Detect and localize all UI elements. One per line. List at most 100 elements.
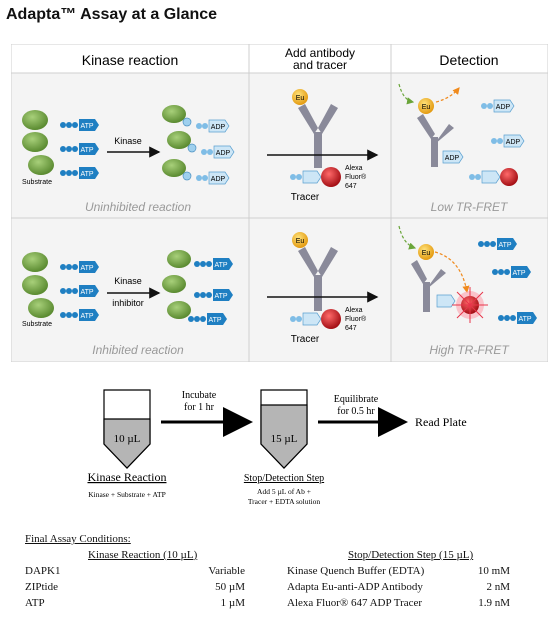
atp-molecule: ATP <box>188 313 227 325</box>
alexa-label: Fluor® <box>345 315 367 323</box>
phospho-substrate <box>162 159 192 181</box>
tracer <box>290 309 341 329</box>
equilibrate-label: for 0.5 hr <box>337 406 375 417</box>
substrate-shape <box>167 301 191 319</box>
tracer <box>290 167 341 187</box>
atp-label: ATP <box>80 265 93 272</box>
atp-label: ATP <box>208 317 221 324</box>
antibody: Eu <box>292 89 338 168</box>
atp-label: ATP <box>498 242 511 249</box>
atp-label: ATP <box>80 289 93 296</box>
atp-label: ATP <box>512 270 525 277</box>
excitation-arrow <box>398 83 415 105</box>
adp-label: ADP <box>211 124 226 131</box>
tube-stop-detection <box>260 389 308 469</box>
atp-molecule: ATP <box>60 143 99 155</box>
substrate-shape <box>28 298 54 318</box>
component-value: Variable <box>208 565 245 577</box>
excitation-arrow <box>398 225 417 250</box>
caption-uninhibited: Uninhibited reaction <box>85 200 191 214</box>
adp-molecule: ADP <box>442 150 464 164</box>
substrate-label: Substrate <box>22 321 52 328</box>
tube2-volume: 15 µL <box>271 433 298 445</box>
component-name: ATP <box>25 597 45 609</box>
header-add-antibody-line1: Add antibody <box>285 46 355 60</box>
adp-molecule: ADP <box>491 134 525 148</box>
alexa-label: 647 <box>345 325 357 332</box>
atp-label: ATP <box>80 313 93 320</box>
component-name: Alexa Fluor® 647 ADP Tracer <box>287 597 423 609</box>
eu-label: Eu <box>296 95 305 102</box>
tube-kinase-reaction <box>103 389 151 469</box>
substrate-label: Substrate <box>22 179 52 186</box>
atp-molecule: ATP <box>478 238 517 250</box>
atp-molecule: ATP <box>60 285 99 297</box>
atp-molecule: ATP <box>498 312 537 324</box>
conditions-row: DAPK1 Variable Kinase Quench Buffer (EDT… <box>25 565 535 581</box>
bound-tracer <box>436 287 488 323</box>
kinase-reaction-header: Kinase Reaction (10 µL) <box>88 549 198 561</box>
substrate-shape <box>22 132 48 152</box>
assay-panel: Kinase reaction Add antibody and tracer … <box>11 44 548 362</box>
substrate-shape <box>22 110 48 130</box>
tracer-label: Tracer <box>291 192 320 203</box>
page-title: Adapta™ Assay at a Glance <box>6 6 218 23</box>
final-assay-conditions: Final Assay Conditions: Kinase Reaction … <box>25 533 535 613</box>
stop-detection-detail: Add 5 µL of Ab + <box>257 487 311 496</box>
antibody: Eu <box>292 232 338 311</box>
energy-transfer-arrow <box>434 251 470 294</box>
atp-molecule: ATP <box>60 309 99 321</box>
component-name: Adapta Eu-anti-ADP Antibody <box>287 581 423 593</box>
atp-label: ATP <box>214 293 227 300</box>
caption-inhibited: Inhibited reaction <box>92 343 184 357</box>
conditions-headers: Kinase Reaction (10 µL) Stop/Detection S… <box>25 549 535 565</box>
component-name: DAPK1 <box>25 565 61 577</box>
kinase-label: Kinase <box>114 136 142 146</box>
adp-label: ADP <box>216 150 231 157</box>
atp-label: ATP <box>80 123 93 130</box>
component-value: 1.9 nM <box>478 597 510 609</box>
phospho-substrate <box>162 105 192 127</box>
stop-detection-header: Stop/Detection Step (15 µL) <box>348 549 474 561</box>
conditions-title: Final Assay Conditions: <box>25 533 131 545</box>
antibody: Eu <box>411 244 446 312</box>
header-add-antibody-line2: and tracer <box>293 58 347 72</box>
emission-arrow <box>435 87 460 103</box>
atp-label: ATP <box>214 262 227 269</box>
atp-molecule: ATP <box>60 261 99 273</box>
substrate-shape <box>162 275 186 293</box>
atp-molecule: ATP <box>492 266 531 278</box>
adp-molecule: ADP <box>196 171 230 185</box>
stop-detection-step: Stop/Detection Step <box>244 473 324 484</box>
atp-molecule: ATP <box>60 119 99 131</box>
conditions-row: ATP 1 µM Alexa Fluor® 647 ADP Tracer 1.9… <box>25 597 535 613</box>
adp-molecule: ADP <box>201 145 235 159</box>
alexa-label: 647 <box>345 183 357 190</box>
atp-label: ATP <box>80 147 93 154</box>
substrate-shape <box>22 252 48 272</box>
adp-molecule: ADP <box>196 119 230 133</box>
eu-label: Eu <box>296 238 305 245</box>
alexa-label: Fluor® <box>345 173 367 181</box>
adp-label: ADP <box>496 104 511 111</box>
atp-label: ATP <box>80 171 93 178</box>
read-plate-label: Read Plate <box>415 415 467 429</box>
substrate-shape <box>22 275 48 295</box>
incubate-label: Incubate <box>182 390 217 401</box>
component-value: 1 µM <box>220 597 245 609</box>
fret-burst <box>452 287 488 323</box>
header-detection: Detection <box>439 52 498 68</box>
phospho-substrate <box>167 131 197 153</box>
stop-detection-detail: Tracer + EDTA solution <box>248 497 321 506</box>
adp-label: ADP <box>506 139 521 146</box>
atp-label: ATP <box>518 316 531 323</box>
alexa-label: Alexa <box>345 165 363 172</box>
antibody: Eu <box>417 98 454 167</box>
tube1-volume: 10 µL <box>114 433 141 445</box>
tracer <box>469 168 518 186</box>
tracer-label: Tracer <box>291 334 320 345</box>
atp-molecule: ATP <box>60 167 99 179</box>
equilibrate-label: Equilibrate <box>334 394 379 405</box>
eu-label: Eu <box>422 104 431 111</box>
component-name: Kinase Quench Buffer (EDTA) <box>287 565 425 577</box>
